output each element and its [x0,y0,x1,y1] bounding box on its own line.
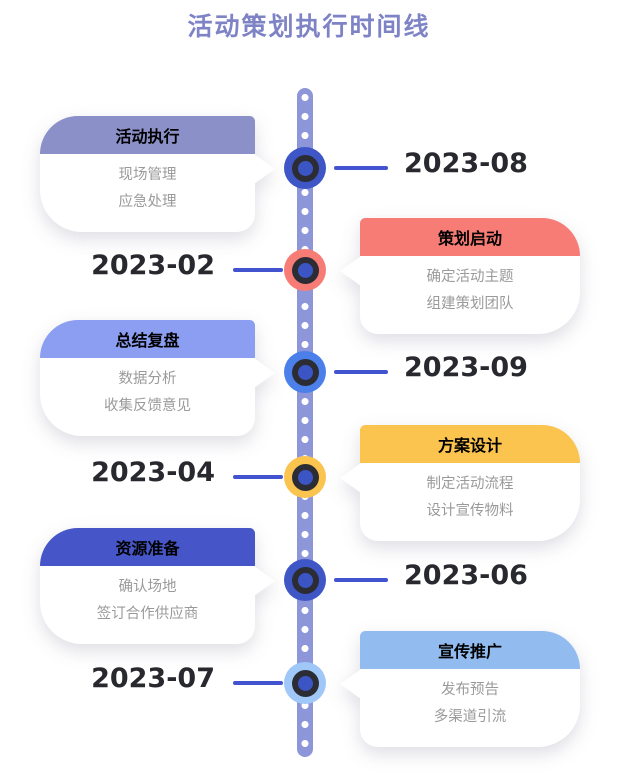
page-title: 活动策划执行时间线 [187,13,431,41]
node-ring [291,256,319,284]
card-pointer [340,669,361,699]
card-header: 活动执行 [40,116,255,154]
node-ring [291,358,319,386]
node-dot [297,160,313,176]
milestone-card: 活动执行 现场管理 应急处理 [40,116,275,232]
card-item: 签订合作供应商 [96,606,199,622]
node-dot [297,572,313,588]
node-ring [291,463,319,491]
card-body: 确认场地 签订合作供应商 [40,566,255,644]
card-pointer [340,463,361,493]
connector-line [334,166,388,170]
milestone-card: 方案设计 制定活动流程 设计宣传物料 [340,425,580,541]
milestone-card: 总结复盘 数据分析 收集反馈意见 [40,320,275,436]
card-header: 宣传推广 [360,631,580,669]
card-body: 现场管理 应急处理 [40,154,255,232]
card-item: 组建策划团队 [426,296,514,312]
card-item: 多渠道引流 [433,709,507,725]
timeline-node [284,456,326,498]
card-item: 应急处理 [118,194,177,210]
timeline-node [284,559,326,601]
card-item: 现场管理 [118,167,177,183]
connector-line [334,578,388,582]
timeline-node [284,147,326,189]
card-pointer [340,256,361,286]
card-item: 数据分析 [118,371,177,387]
milestone-card: 宣传推广 发布预告 多渠道引流 [340,631,580,747]
milestone-card: 策划启动 确定活动主题 组建策划团队 [340,218,580,334]
connector-line [233,268,283,272]
card-body: 数据分析 收集反馈意见 [40,358,255,436]
milestone-date: 2023-02 [91,250,215,281]
card-item: 收集反馈意见 [104,398,191,414]
node-ring [291,669,319,697]
milestone-date: 2023-04 [91,457,215,488]
node-dot [297,364,313,380]
card-item: 确定活动主题 [426,269,514,285]
card-pointer [254,358,275,388]
card-item: 确认场地 [118,579,177,595]
card-body: 制定活动流程 设计宣传物料 [360,463,580,541]
node-ring [291,154,319,182]
card-pointer [254,566,275,596]
card-header: 总结复盘 [40,320,255,358]
timeline-node [284,351,326,393]
timeline-node [284,249,326,291]
milestone-date: 2023-09 [404,352,528,383]
connector-line [233,681,283,685]
node-dot [297,469,313,485]
milestone-card: 资源准备 确认场地 签订合作供应商 [40,528,275,644]
milestone-date: 2023-07 [91,663,215,694]
milestone-date: 2023-06 [404,560,528,591]
timeline-node [284,662,326,704]
connector-line [334,370,388,374]
connector-line [233,475,283,479]
card-body: 发布预告 多渠道引流 [360,669,580,747]
card-header: 策划启动 [360,218,580,256]
card-body: 确定活动主题 组建策划团队 [360,256,580,334]
node-dot [297,675,313,691]
card-item: 发布预告 [441,682,499,698]
card-header: 方案设计 [360,425,580,463]
card-item: 制定活动流程 [426,476,514,492]
node-dot [297,262,313,278]
card-item: 设计宣传物料 [426,503,514,519]
card-pointer [254,154,275,184]
node-ring [291,566,319,594]
milestone-date: 2023-08 [404,148,528,179]
card-header: 资源准备 [40,528,255,566]
